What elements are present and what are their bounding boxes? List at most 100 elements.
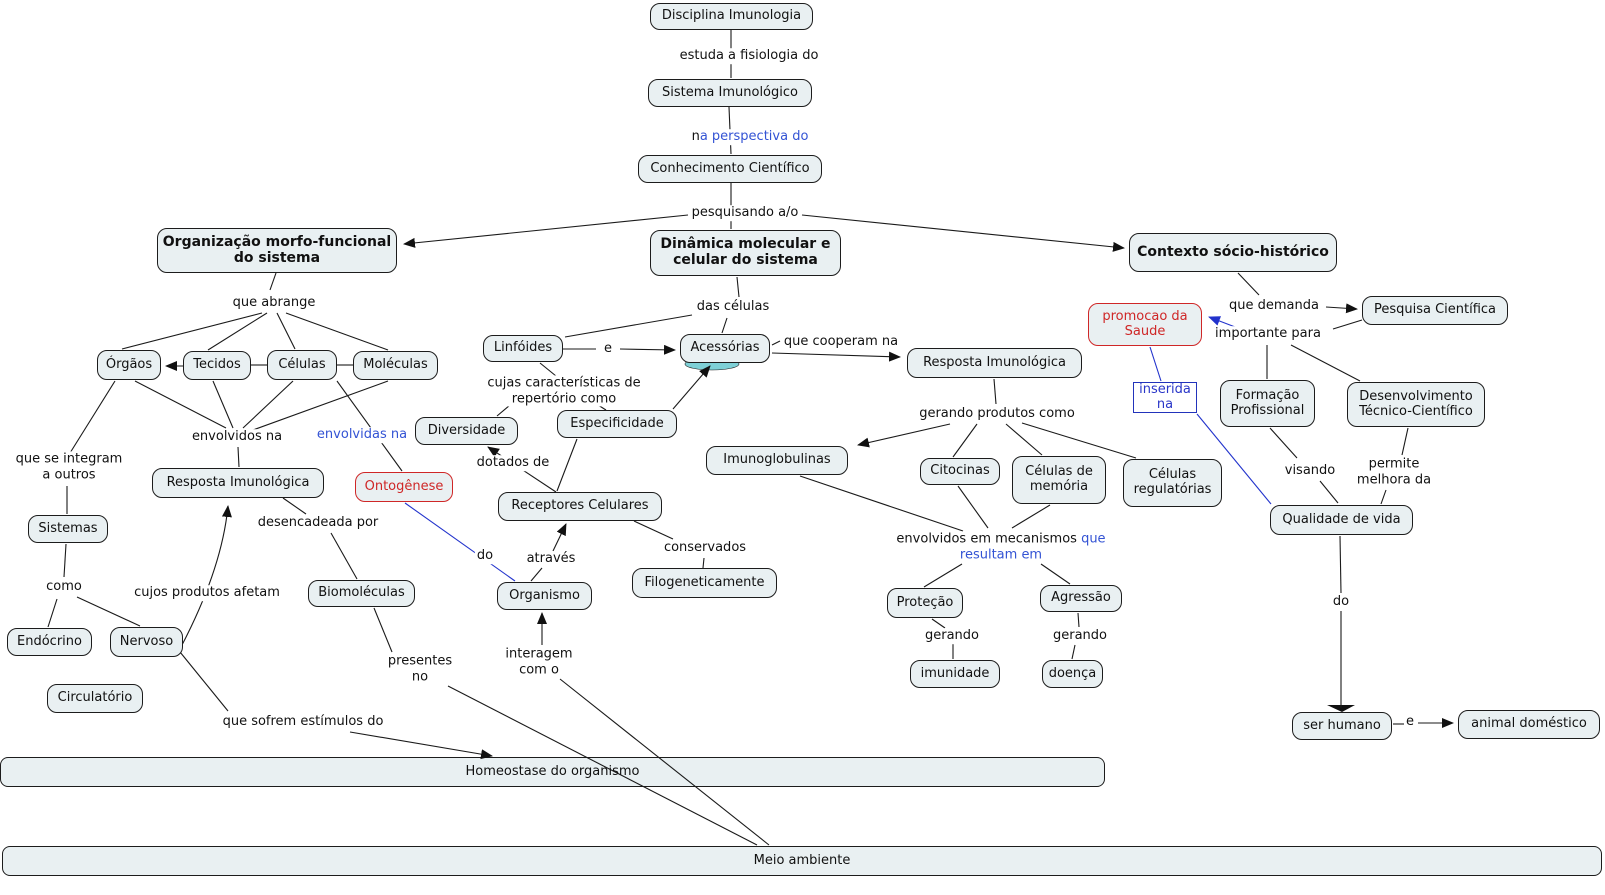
- node-circulatorio[interactable]: Circulatório: [47, 684, 143, 713]
- link-label-importante-para[interactable]: importante para: [1213, 326, 1323, 342]
- link-label-cujos-produtos-afetam[interactable]: cujos produtos afetam: [132, 585, 282, 601]
- link-label-que-abrange[interactable]: que abrange: [230, 295, 318, 311]
- connector: [373, 607, 393, 653]
- link-label-text: envolvidos em mecanismos: [896, 531, 1082, 547]
- node-ontogenese[interactable]: Ontogênese: [355, 472, 453, 502]
- node-nervoso[interactable]: Nervoso: [110, 627, 183, 657]
- node-desenvolvimento-tecnico-cientifico[interactable]: Desenvolvimento Técnico-Científico: [1347, 382, 1485, 427]
- node-tecidos[interactable]: Tecidos: [183, 351, 251, 380]
- node-biomoleculas[interactable]: Biomoléculas: [308, 580, 415, 607]
- node-imunoglobulinas[interactable]: Imunoglobulinas: [706, 446, 848, 475]
- link-label-gerando-produtos-como[interactable]: gerando produtos como: [917, 406, 1077, 422]
- link-label-desencadeada-por[interactable]: desencadeada por: [255, 515, 381, 531]
- link-label-estuda-a-fisiologia-do[interactable]: estuda a fisiologia do: [677, 48, 821, 64]
- connector: [993, 378, 997, 405]
- node-celulas-de-memoria[interactable]: Células de memória: [1012, 456, 1106, 504]
- node-ser-humano[interactable]: ser humano: [1292, 712, 1392, 740]
- link-label-pesquisando-a-o[interactable]: pesquisando a/o: [689, 205, 801, 221]
- link-label-visando[interactable]: visando: [1282, 463, 1338, 479]
- node-doenca[interactable]: doença: [1042, 660, 1103, 688]
- link-label-como[interactable]: como: [44, 579, 84, 595]
- link-label-text: interagem: [505, 646, 573, 662]
- node-organizacao-morfo-funcional[interactable]: Organização morfo-funcional do sistema: [157, 228, 397, 273]
- node-formacao-profissional[interactable]: Formação Profissional: [1220, 380, 1315, 427]
- connector: [564, 314, 693, 338]
- node-orgaos[interactable]: Órgãos: [97, 350, 161, 380]
- node-meio-ambiente[interactable]: Meio ambiente: [2, 846, 1602, 876]
- node-imunidade[interactable]: imunidade: [910, 660, 1000, 688]
- node-citocinas[interactable]: Citocinas: [920, 458, 1000, 485]
- node-pesquisa-cientifica[interactable]: Pesquisa Científica: [1362, 296, 1508, 325]
- node-diversidade[interactable]: Diversidade: [415, 417, 518, 445]
- connector: [539, 362, 557, 377]
- link-label-text: presentes: [387, 653, 453, 669]
- node-sistemas[interactable]: Sistemas: [28, 515, 108, 543]
- connector: [957, 485, 989, 529]
- node-filogeneticamente[interactable]: Filogeneticamente: [632, 568, 777, 598]
- link-label-do-direita[interactable]: do: [1330, 594, 1352, 610]
- node-agressao[interactable]: Agressão: [1040, 585, 1122, 612]
- connector: [771, 351, 901, 362]
- link-label-gerando-protecao[interactable]: gerando: [922, 628, 982, 644]
- link-label-e-direita[interactable]: e: [1404, 714, 1416, 730]
- link-label-conservados[interactable]: conservados: [661, 540, 749, 556]
- connector: [556, 438, 578, 492]
- link-label-gerando-agressao[interactable]: gerando: [1050, 628, 1110, 644]
- node-dinamica-molecular[interactable]: Dinâmica molecular e celular do sistema: [650, 230, 841, 276]
- link-label-text: através: [526, 551, 576, 567]
- connector: [121, 312, 263, 350]
- link-label-na-perspectiva-do[interactable]: na perspectiva do: [689, 129, 811, 145]
- link-label-text: cujos produtos afetam: [134, 585, 280, 601]
- link-label-envolvidos-na[interactable]: envolvidos na: [189, 429, 285, 445]
- node-conhecimento-cientifico[interactable]: Conhecimento Científico: [638, 155, 822, 183]
- node-resposta-imunologica-esq[interactable]: Resposta Imunológica: [152, 468, 324, 498]
- link-label-que-demanda[interactable]: que demanda: [1227, 298, 1321, 314]
- link-label-das-celulas[interactable]: das células: [694, 299, 772, 315]
- connector: [134, 380, 227, 429]
- connector: [771, 340, 781, 346]
- connector: [1071, 644, 1076, 660]
- link-label-dotados-de[interactable]: dotados de: [474, 455, 552, 471]
- node-protecao[interactable]: Proteção: [887, 588, 963, 618]
- node-homeostase-do-organismo[interactable]: Homeostase do organismo: [0, 757, 1105, 787]
- node-endocrino[interactable]: Endócrino: [7, 628, 92, 656]
- link-label-que-cooperam-na[interactable]: que cooperam na: [781, 334, 901, 350]
- connector: [403, 214, 689, 248]
- connector: [1269, 427, 1298, 459]
- node-celulas-regulatorias[interactable]: Células regulatórias: [1123, 459, 1222, 507]
- link-label-atraves[interactable]: através: [524, 551, 578, 567]
- node-linfoides[interactable]: Linfóides: [483, 335, 563, 362]
- node-moleculas[interactable]: Moléculas: [353, 351, 438, 380]
- connector: [1021, 422, 1137, 459]
- connector: [1380, 489, 1387, 505]
- node-organismo[interactable]: Organismo: [497, 582, 592, 610]
- link-label-do-esquerda[interactable]: do: [474, 548, 496, 564]
- link-label-e-centro[interactable]: e: [602, 341, 614, 357]
- connector: [276, 312, 296, 350]
- node-celulas[interactable]: Células: [267, 350, 337, 380]
- link-label-envolvidas-na[interactable]: envolvidas na: [314, 427, 410, 443]
- node-receptores-celulares[interactable]: Receptores Celulares: [498, 492, 662, 521]
- node-disciplina-imunologia[interactable]: Disciplina Imunologia: [650, 3, 813, 30]
- node-contexto-socio-historico[interactable]: Contexto sócio-histórico: [1129, 233, 1337, 272]
- node-inserida-na[interactable]: inserida na: [1133, 382, 1197, 413]
- connector: [799, 475, 964, 532]
- link-label-que-sofrem-estimulos-do[interactable]: que sofrem estímulos do: [220, 714, 386, 730]
- node-promocao-da-saude[interactable]: promocao da Saude: [1088, 303, 1202, 346]
- node-resposta-imunologica-centro[interactable]: Resposta Imunológica: [907, 348, 1082, 378]
- link-label-text: dotados de: [476, 455, 550, 471]
- link-label-text: cujas características de: [487, 375, 641, 391]
- node-acessorias[interactable]: Acessórias: [680, 334, 770, 363]
- node-especificidade[interactable]: Especificidade: [557, 410, 677, 438]
- node-animal-domestico[interactable]: animal doméstico: [1458, 710, 1600, 739]
- node-sistema-imunologico[interactable]: Sistema Imunológico: [648, 79, 812, 107]
- node-qualidade-de-vida[interactable]: Qualidade de vida: [1270, 505, 1413, 535]
- link-label-text: n: [691, 129, 700, 145]
